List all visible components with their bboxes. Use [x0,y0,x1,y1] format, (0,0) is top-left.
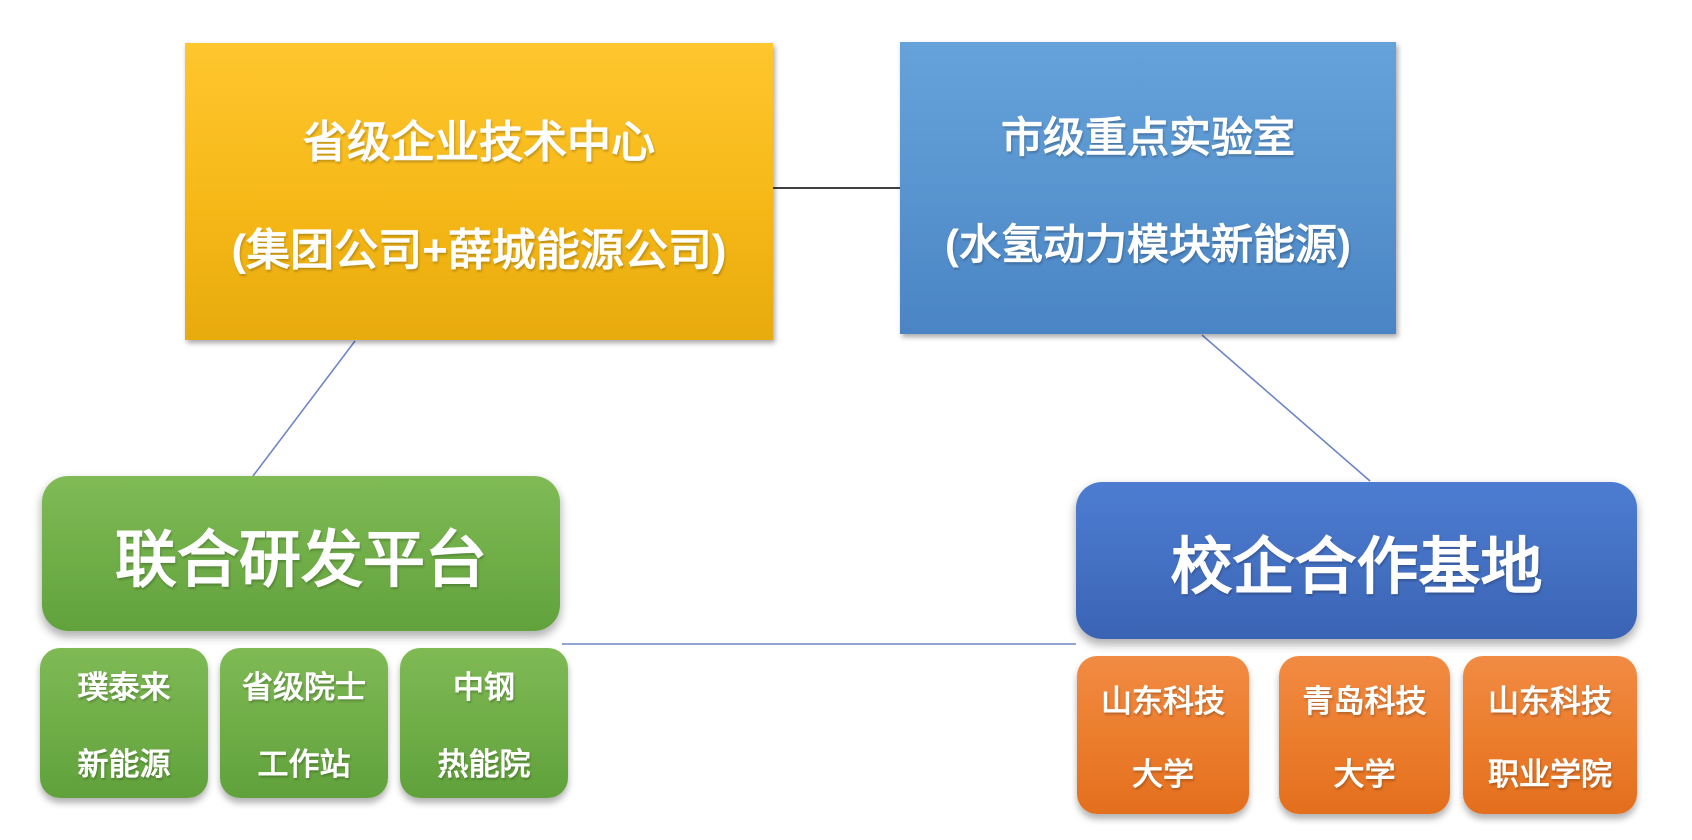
member-label-line2: 热能院 [437,747,531,782]
member-label-line2: 职业学院 [1488,757,1612,792]
tech-center-subtitle: (集团公司+薛城能源公司) [231,225,727,275]
school-base-title: 校企合作基地 [1170,532,1543,602]
member-box-qingdao-univ-sci-tech: 青岛科技 大学 [1279,656,1450,814]
joint-rd-platform-box: 联合研发平台 [42,476,560,631]
provincial-tech-center-box: 省级企业技术中心 (集团公司+薛城能源公司) [185,43,773,340]
member-label-line1: 璞泰来 [77,670,171,705]
member-label-line2: 大学 [1333,757,1396,792]
member-label-line2: 工作站 [257,747,351,782]
member-box-putailai-new-energy: 璞泰来 新能源 [40,648,208,798]
member-label-line1: 青岛科技 [1302,684,1427,719]
member-label-line1: 山东科技 [1101,684,1225,719]
school-enterprise-base-box: 校企合作基地 [1076,482,1637,639]
member-label-line2: 大学 [1132,757,1194,792]
member-label-line2: 新能源 [77,747,171,782]
member-box-academician-workstation: 省级院士 工作站 [220,648,388,798]
tech-center-title: 省级企业技术中心 [303,117,655,167]
member-box-shandong-vocational-college: 山东科技 职业学院 [1463,656,1637,814]
member-box-shandong-univ-sci-tech: 山东科技 大学 [1077,656,1249,814]
connector-techcenter-rdplatform [252,340,356,477]
key-lab-title: 市级重点实验室 [1000,114,1295,161]
key-lab-subtitle: (水氢动力模块新能源) [945,221,1351,268]
rd-platform-title: 联合研发平台 [114,525,487,595]
member-box-sinosteel-thermal-institute: 中钢 热能院 [400,648,568,798]
member-label-line1: 山东科技 [1488,684,1612,719]
connector-keylab-schoolbase [1201,334,1371,482]
member-label-line1: 中钢 [453,670,515,705]
member-label-line1: 省级院士 [242,670,366,705]
city-key-lab-box: 市级重点实验室 (水氢动力模块新能源) [900,42,1396,334]
